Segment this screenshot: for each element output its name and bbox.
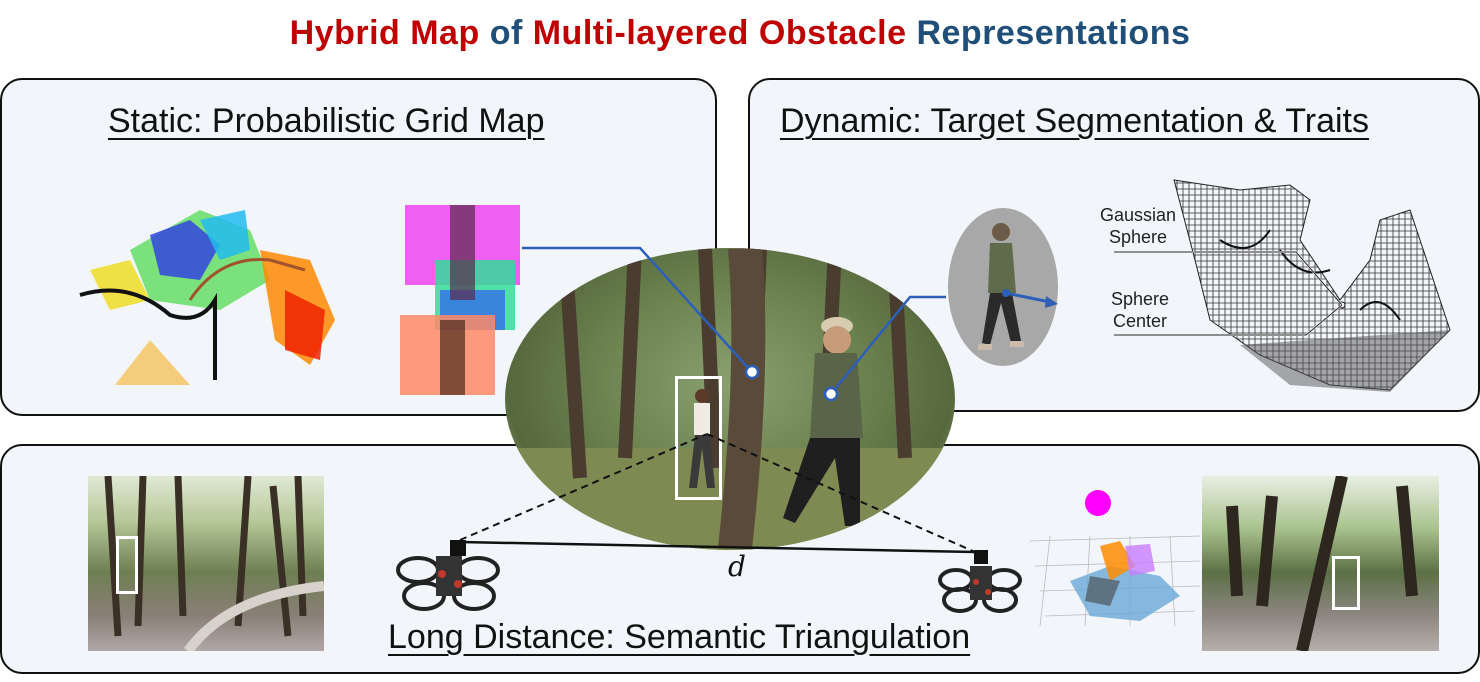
title-part-representations: Representations <box>916 14 1191 52</box>
gaussian-sphere-mesh <box>1173 179 1451 392</box>
left-drone <box>396 540 500 611</box>
grid-map-pointcloud <box>79 210 335 385</box>
target-position-marker <box>1085 490 1111 516</box>
gaussian-label-line2: Sphere <box>1108 227 1168 247</box>
dynamic-panel-title: Dynamic: Target Segmentation & Traits <box>780 102 1369 140</box>
left-camera-view <box>88 476 324 651</box>
long-distance-panel: Long Distance: Semantic Triangulation <box>0 444 1480 674</box>
static-connector-line <box>522 246 753 373</box>
segmented-target-ellipse <box>948 208 1058 366</box>
long-distance-panel-title: Long Distance: Semantic Triangulation <box>388 618 971 656</box>
right-target-bbox <box>1332 556 1360 610</box>
segmented-person-figure <box>978 223 1024 350</box>
center-scene-photo <box>505 248 955 550</box>
triangulation-left-ray <box>459 433 708 541</box>
figure-title: Hybrid Map of Multi-layered Obstacle Rep… <box>0 14 1480 53</box>
right-camera-view <box>1202 476 1439 651</box>
dynamic-connector-dot <box>823 386 839 402</box>
static-connector-dot <box>744 364 760 380</box>
leader-lines <box>1114 251 1343 336</box>
right-camera-trees <box>1226 476 1418 651</box>
left-camera-trees <box>104 476 324 651</box>
title-part-hybrid-map: Hybrid Map <box>289 14 480 52</box>
triangulation-pointcloud <box>1029 490 1201 627</box>
gaussian-sphere-label: Gaussian Sphere <box>1096 204 1180 248</box>
static-panel-title: Static: Probabilistic Grid Map <box>108 102 545 140</box>
gaussian-label-line1: Gaussian <box>1099 205 1177 225</box>
dynamic-arrow-head <box>1045 296 1058 308</box>
sphere-center-label: Sphere Center <box>1100 288 1180 332</box>
dynamic-direction-arrow <box>1005 291 1051 304</box>
distance-label: d <box>728 550 746 583</box>
far-person <box>689 389 715 488</box>
left-target-bbox <box>116 536 138 594</box>
center-label-line1: Sphere <box>1110 289 1170 309</box>
title-part-of: of <box>489 14 523 52</box>
center-label-line2: Center <box>1112 311 1168 331</box>
baseline-distance-line <box>459 540 976 554</box>
dynamic-connector-line <box>830 295 946 395</box>
title-part-multilayered: Multi-layered Obstacle <box>532 14 907 52</box>
dynamic-panel: Dynamic: Target Segmentation & Traits Ga… <box>748 78 1480 412</box>
occupancy-grid-map <box>400 205 520 395</box>
triangulation-right-ray <box>706 433 976 553</box>
center-target-bbox <box>675 376 722 500</box>
right-drone <box>938 550 1022 613</box>
